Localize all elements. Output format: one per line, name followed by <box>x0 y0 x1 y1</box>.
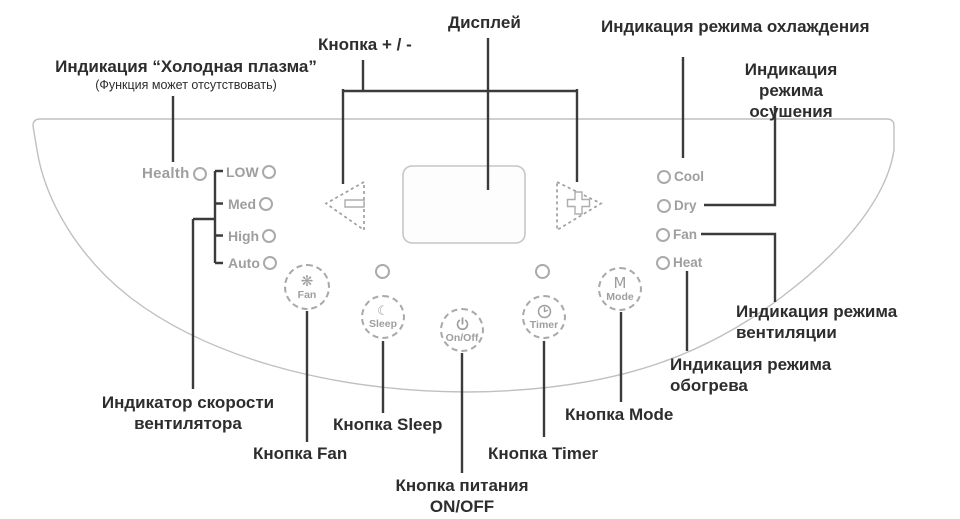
fan-mode-label: Fan <box>673 227 698 242</box>
fan-speed-auto-led <box>262 256 277 270</box>
dry-mode-label: Dry <box>674 198 697 213</box>
fan-speed-low-label: LOW <box>226 164 259 180</box>
ventilation-line2: вентиляции <box>736 323 837 342</box>
callout-cold-plasma: Индикация “Холодная плазма” (Функция мож… <box>40 56 332 92</box>
sleep-button-label: Sleep <box>368 317 397 330</box>
mode-row-dry: Dry <box>657 198 697 213</box>
drying-line1: Индикация режима <box>744 60 838 100</box>
leader-fan-speed-bracket <box>191 169 223 389</box>
fan-speed-row-low: LOW <box>226 164 276 180</box>
mode-button-label: Mode <box>606 290 634 303</box>
leader-plus-minus <box>341 60 579 184</box>
callout-plus-minus: Кнопка + / - <box>318 35 412 54</box>
fan-speed-row-auto: Auto <box>228 255 277 271</box>
leader-drying <box>704 106 777 207</box>
minus-icon <box>344 199 365 208</box>
callout-fan-button: Кнопка Fan <box>253 444 348 463</box>
timer-indicator-led <box>535 264 550 279</box>
heat-mode-led <box>656 255 670 270</box>
mode-row-heat: Heat <box>656 255 702 270</box>
fan-button-label: Fan <box>297 288 317 301</box>
callout-display: Дисплей <box>448 13 521 32</box>
callout-cooling: Индикация режима охлаждения <box>601 17 870 36</box>
power-icon <box>456 316 468 330</box>
callout-timer-button: Кнопка Timer <box>488 444 598 463</box>
callout-power-button: Кнопка питания ON/OFF <box>387 475 537 517</box>
dry-mode-led <box>657 198 671 213</box>
mode-button[interactable]: M Mode <box>598 267 642 311</box>
sleep-indicator-led <box>375 264 390 279</box>
display-screen <box>402 165 526 244</box>
fan-speed-low-led <box>261 165 276 179</box>
onoff-button-label: On/Off <box>445 331 479 344</box>
cool-mode-label: Cool <box>674 169 704 184</box>
health-indicator-row: Health <box>142 165 207 182</box>
plus-icon <box>566 191 591 215</box>
mode-row-cool: Cool <box>657 169 704 184</box>
mode-row-fan: Fan <box>656 227 697 242</box>
fan-speed-med-label: Med <box>228 196 256 212</box>
power-line2: ON/OFF <box>429 497 495 516</box>
fan-speed-high-led <box>262 229 277 243</box>
fan-speed-high-label: High <box>228 228 260 244</box>
fan-icon: ❋ <box>300 271 314 290</box>
fan-mode-led <box>656 227 670 242</box>
mode-m-icon: M <box>613 273 627 292</box>
callout-sleep-button: Кнопка Sleep <box>333 415 443 434</box>
drying-line2: осушения <box>749 102 833 121</box>
callout-fan-speed: Индикатор скорости вентилятора <box>93 392 283 434</box>
heat-mode-label: Heat <box>673 255 703 270</box>
timer-button-label: Timer <box>529 318 559 331</box>
control-panel-outline <box>32 118 895 393</box>
health-indicator-led <box>192 166 207 181</box>
fan-button[interactable]: ❋ Fan <box>284 264 330 310</box>
fan-speed-row-med: Med <box>228 196 273 212</box>
moon-icon: ☾ <box>377 303 389 319</box>
clock-icon <box>537 304 551 318</box>
heating-line1: Индикация режима <box>670 355 832 374</box>
fan-speed-row-high: High <box>228 228 277 244</box>
power-line1: Кнопка питания <box>395 476 529 495</box>
callout-mode-button: Кнопка Mode <box>565 405 674 424</box>
callout-heating: Индикация режима обогрева <box>670 354 831 396</box>
fan-speed-line2: вентилятора <box>134 414 242 433</box>
fan-speed-med-led <box>259 197 273 211</box>
fan-speed-line1: Индикатор скорости <box>101 393 275 412</box>
callout-ventilation: Индикация режима вентиляции <box>736 301 897 343</box>
callout-drying: Индикация режима осушения <box>718 59 864 122</box>
leader-ventilation <box>701 232 777 302</box>
timer-button[interactable]: Timer <box>522 295 566 339</box>
onoff-button[interactable]: On/Off <box>440 308 484 352</box>
cold-plasma-line1: Индикация “Холодная плазма” <box>55 57 317 76</box>
health-label: Health <box>142 165 190 182</box>
sleep-button[interactable]: ☾ Sleep <box>361 295 405 339</box>
fan-speed-auto-label: Auto <box>228 255 260 271</box>
cool-mode-led <box>657 169 671 184</box>
heating-line2: обогрева <box>670 376 748 395</box>
cold-plasma-line2: (Функция может отсутствовать) <box>95 78 277 92</box>
ventilation-line1: Индикация режима <box>736 302 898 321</box>
